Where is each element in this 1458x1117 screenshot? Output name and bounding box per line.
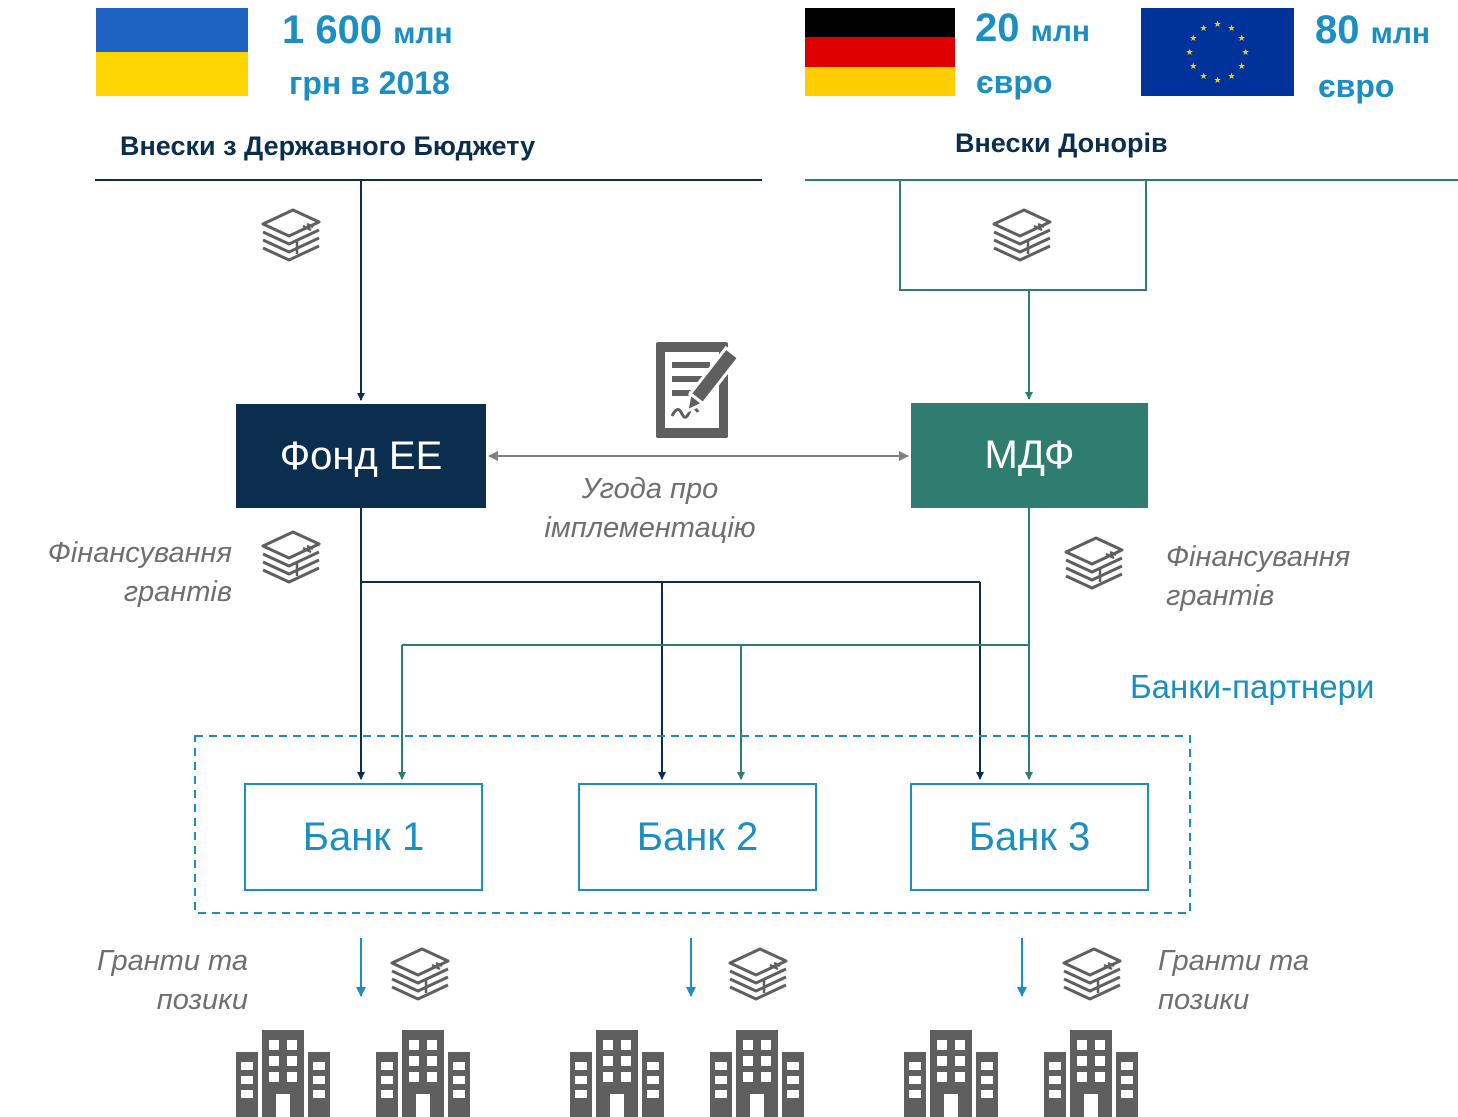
grants-note-left: Гранти та позики [20, 942, 248, 1020]
funding-note-right-line1: Фінансування [1166, 541, 1351, 573]
eu-star: ★ [1199, 24, 1207, 34]
money-stack-icon [992, 208, 1052, 262]
bank-3-label: Банк 3 [968, 814, 1091, 859]
donor-merge-bracket [899, 180, 1147, 291]
funding-note-left-line1: Фінансування [47, 537, 232, 569]
agreement-label-line1: Угода про [581, 473, 719, 505]
donors-title: Внески Донорів [955, 128, 1168, 158]
eu-star: ★ [1199, 72, 1207, 82]
partner-banks-label: Банки-партнери [1130, 668, 1375, 705]
budget-amount-value: 1 600 [282, 8, 383, 52]
eu-amount: 80 млн [1315, 10, 1430, 50]
money-stack-icon [1064, 536, 1124, 590]
eu-star: ★ [1238, 34, 1246, 44]
eu-star: ★ [1238, 62, 1246, 72]
eu-star: ★ [1189, 62, 1197, 72]
ukraine-flag [96, 8, 248, 96]
eu-star: ★ [1189, 34, 1197, 44]
money-stack-icon [728, 947, 788, 1001]
fund-ee-node: Фонд ЕЕ [236, 404, 486, 508]
bank-2-label: Банк 2 [636, 814, 759, 859]
mdf-node: МДФ [911, 403, 1148, 508]
fund-ee-label: Фонд ЕЕ [279, 433, 443, 478]
bank-2-box: Банк 2 [578, 783, 817, 891]
germany-flag [805, 8, 955, 96]
budget-amount: 1 600 млн [282, 10, 453, 50]
office-building-icon [236, 1030, 330, 1117]
eu-star: ★ [1213, 20, 1221, 30]
money-stack-icon [261, 530, 321, 584]
eu-star: ★ [1241, 48, 1249, 58]
funding-note-right-line2: грантів [1166, 580, 1275, 613]
budget-amount-unit: млн [393, 17, 453, 50]
grants-note-right-line1: Гранти та [1158, 945, 1310, 977]
eu-star: ★ [1213, 76, 1221, 86]
grants-note-right-line2: позики [1158, 984, 1250, 1017]
germany-amount: 20 млн [975, 8, 1090, 48]
funding-note-left: Фінансування грантів [10, 534, 232, 612]
grants-note-left-line2: позики [156, 984, 248, 1017]
signed-contract-icon [656, 342, 741, 438]
eu-amount-unit: млн [1370, 17, 1430, 50]
budget-amount-period: грн в 2018 [289, 65, 450, 101]
agreement-label-line2: імплементацію [544, 512, 756, 545]
money-stack-icon [390, 947, 450, 1001]
office-building-icon [1044, 1030, 1138, 1117]
bank-1-box: Банк 1 [244, 783, 483, 891]
eu-star: ★ [1185, 48, 1193, 58]
budget-title: Внески з Державного Бюджету [120, 131, 536, 161]
eu-amount-currency: євро [1318, 68, 1395, 104]
eu-amount-value: 80 [1315, 8, 1360, 52]
grants-note-left-line1: Гранти та [96, 945, 248, 977]
partner-banks-boundary [194, 735, 1191, 914]
eu-star: ★ [1227, 72, 1235, 82]
germany-amount-value: 20 [975, 6, 1020, 50]
money-stack-icon [261, 208, 321, 262]
funding-note-left-line2: грантів [123, 576, 232, 609]
eu-star: ★ [1227, 24, 1235, 34]
grants-note-right: Гранти та позики [1158, 942, 1309, 1020]
germany-amount-unit: млн [1030, 15, 1090, 48]
office-building-icon [570, 1030, 664, 1117]
bank-1-label: Банк 1 [302, 814, 425, 859]
bank-3-box: Банк 3 [910, 783, 1149, 891]
funding-note-right: Фінансування грантів [1166, 538, 1350, 616]
office-building-icon [904, 1030, 998, 1117]
eu-flag: ★★★★★★★★★★★★ [1141, 8, 1294, 96]
office-building-icon [710, 1030, 804, 1117]
mdf-label: МДФ [984, 433, 1075, 477]
office-building-icon [376, 1030, 470, 1117]
germany-amount-currency: євро [976, 64, 1053, 100]
agreement-label: Угода про імплементацію [520, 470, 780, 548]
money-stack-icon [1062, 947, 1122, 1001]
